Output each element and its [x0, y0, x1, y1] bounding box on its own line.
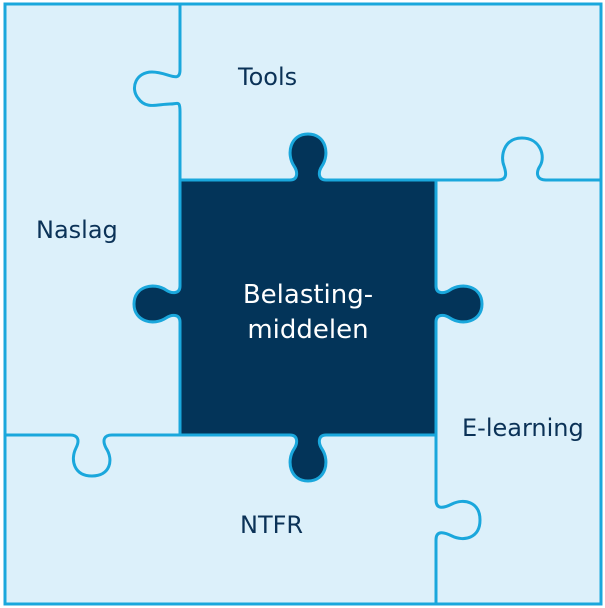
outer-border [3, 2, 603, 606]
center-piece [132, 132, 484, 483]
label-tools: Tools [238, 63, 298, 91]
seam-naslag-ntfr [5, 433, 180, 478]
label-ntfr: NTFR [240, 511, 304, 539]
label-elearning: E-learning [462, 414, 584, 442]
seam-elearning-ntfr [434, 435, 482, 604]
seam-tools-naslag [133, 4, 182, 180]
label-naslag: Naslag [36, 216, 118, 244]
label-center-line1: Belasting- [242, 280, 374, 310]
label-center-line2: middelen [247, 315, 369, 346]
label-center: Belasting- middelen [218, 278, 398, 348]
seam-tools-elearning [436, 136, 601, 182]
